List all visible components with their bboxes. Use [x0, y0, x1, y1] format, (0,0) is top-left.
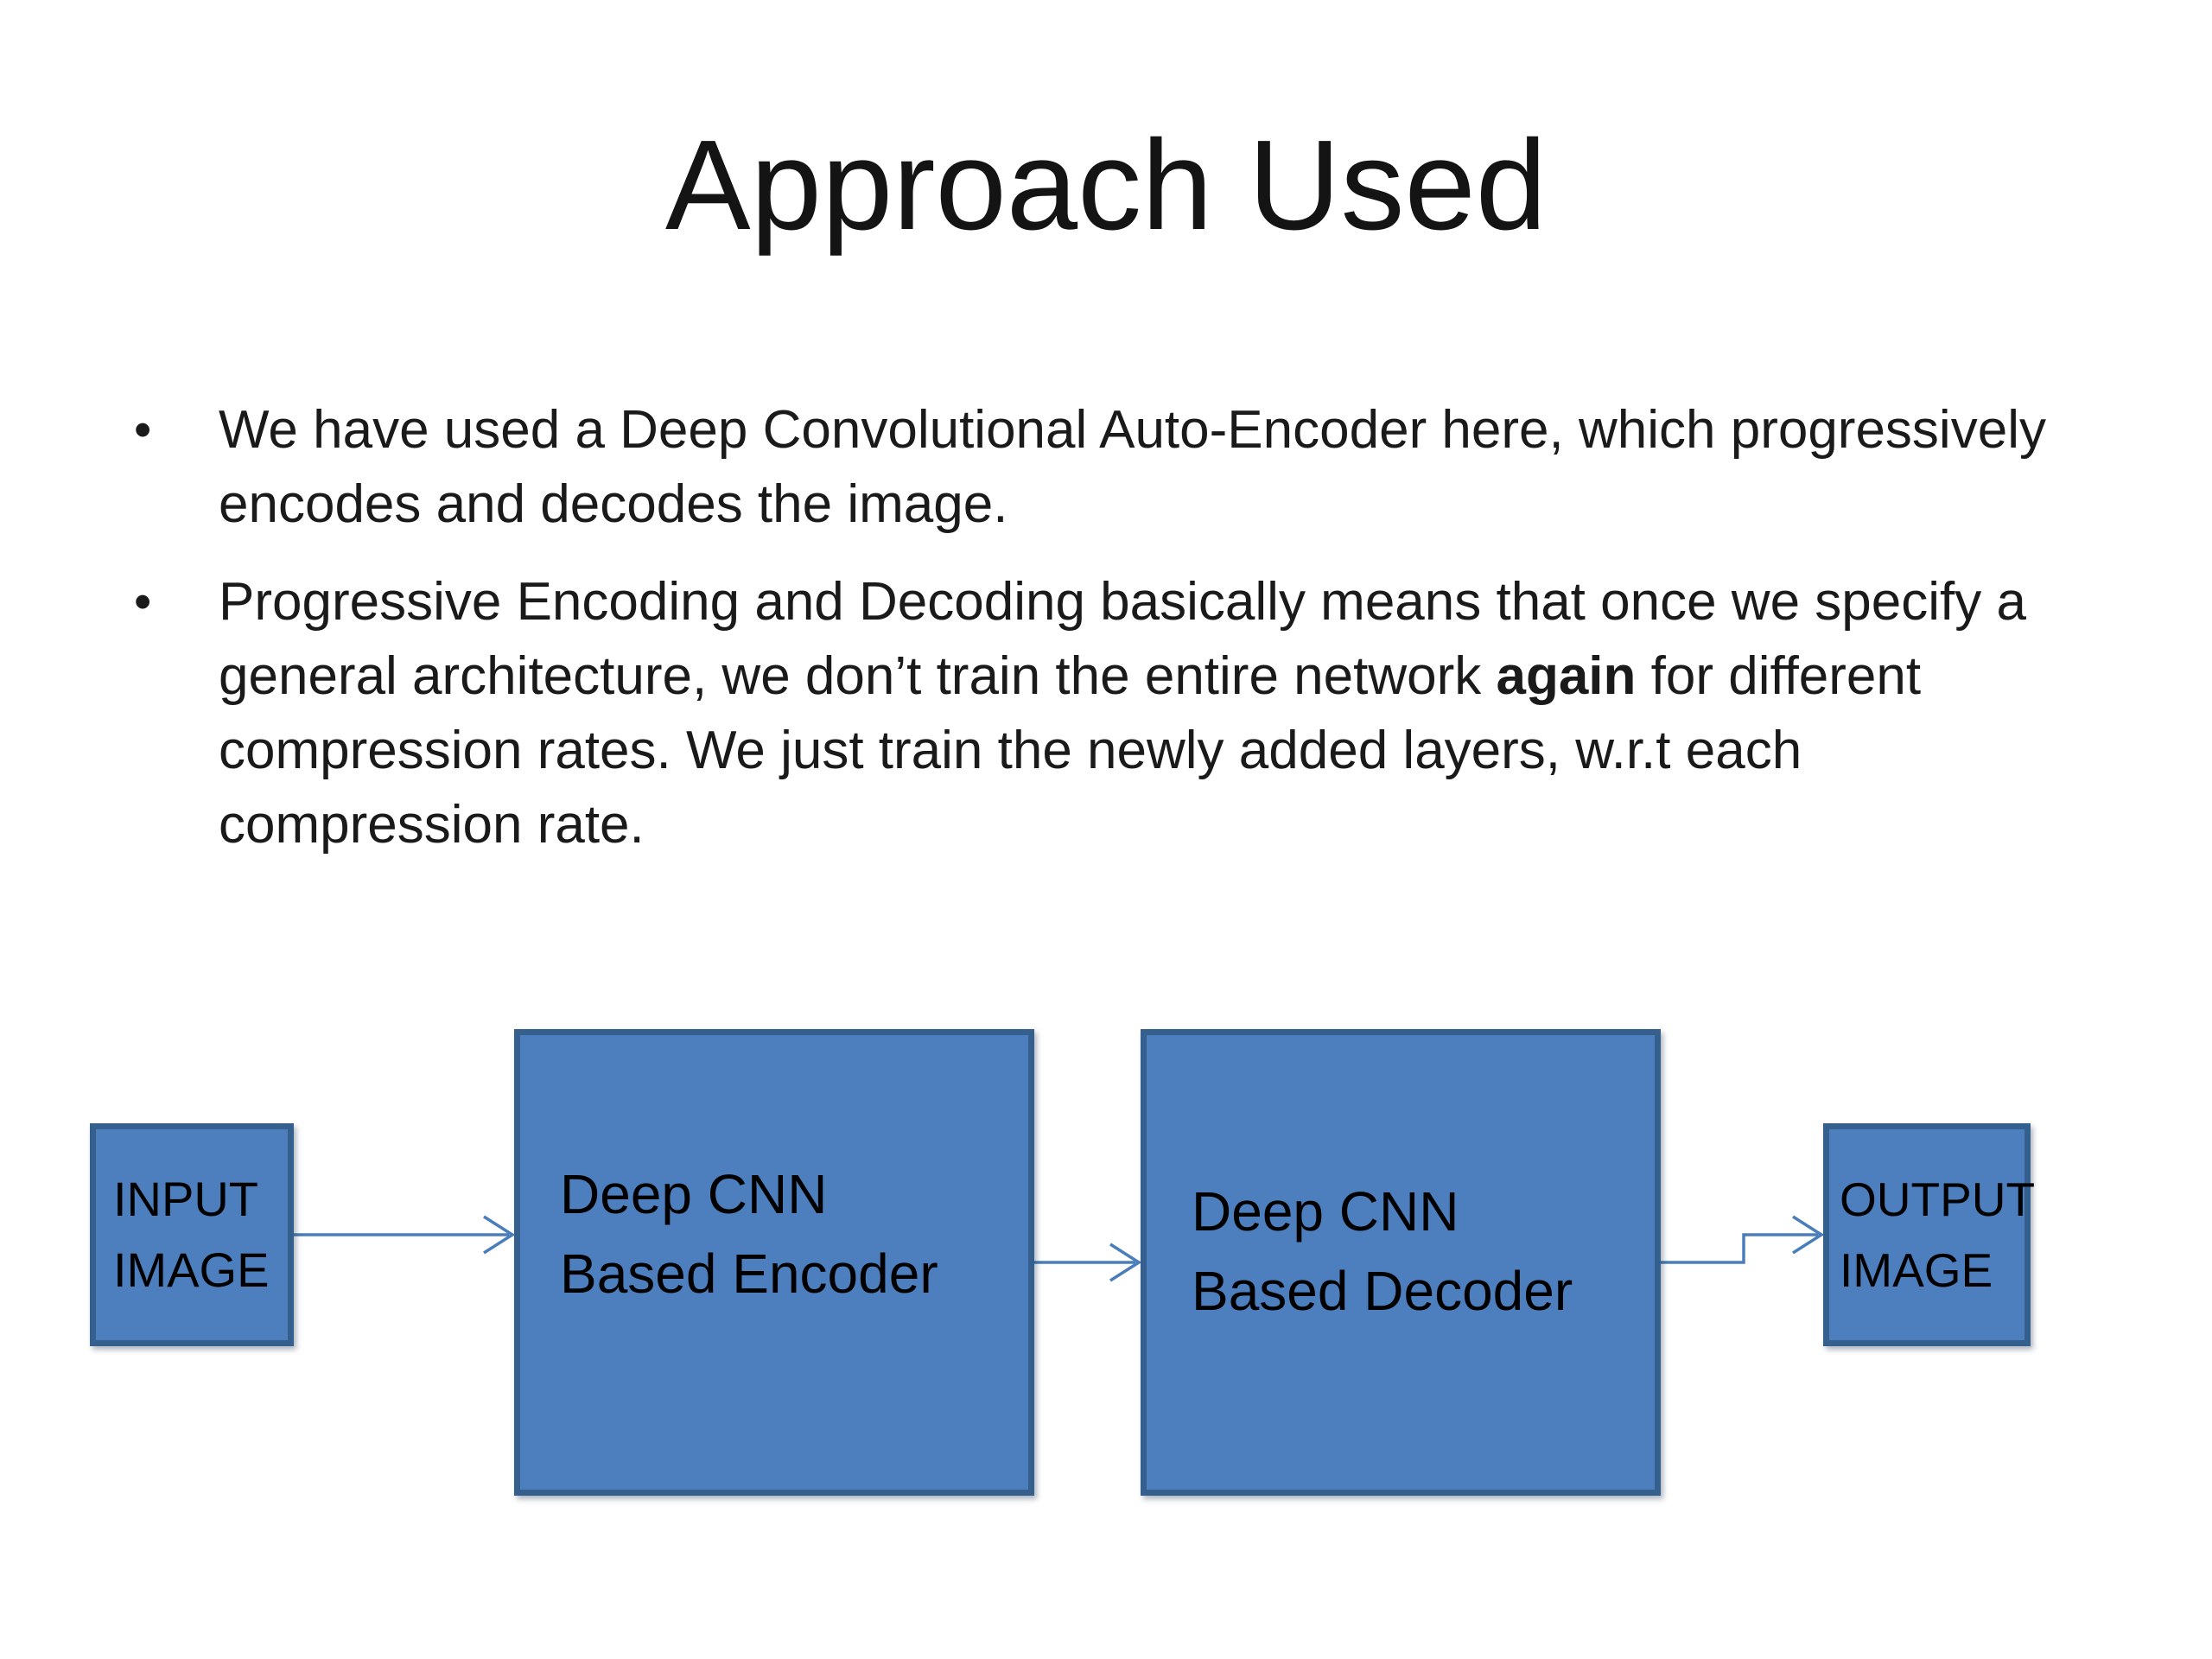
bullet-item: • Progressive Encoding and Decoding basi… [134, 565, 2048, 862]
bullet-list: • We have used a Deep Convolutional Auto… [134, 393, 2048, 886]
node-label: Deep CNN Based Encoder [560, 1163, 938, 1305]
node-label: OUTPUT IMAGE [1840, 1173, 2035, 1297]
node-decoder: Deep CNN Based Decoder [1141, 1029, 1661, 1496]
slide-title: Approach Used [664, 114, 1548, 257]
bullet-text: Progressive Encoding and Decoding basica… [219, 565, 2048, 862]
arrow-input-to-encoder [294, 1215, 516, 1255]
bullet-text-segment: We have used a Deep Convolutional Auto-E… [219, 400, 2046, 534]
bullet-text-segment: Progressive Encoding and Decoding basica… [219, 572, 2026, 706]
bullet-text-segment-bold: again [1496, 646, 1637, 706]
bullet-text-segment: for different compression rates. We just… [219, 646, 1922, 855]
node-label: Deep CNN Based Decoder [1192, 1180, 1573, 1322]
node-encoder: Deep CNN Based Encoder [514, 1029, 1034, 1496]
bullet-marker: • [134, 402, 152, 458]
bullet-item: • We have used a Deep Convolutional Auto… [134, 393, 2048, 542]
node-label: INPUT IMAGE [113, 1172, 270, 1297]
arrow-encoder-to-decoder [1034, 1243, 1142, 1282]
node-output-image: OUTPUT IMAGE [1823, 1123, 2035, 1346]
bullet-text: We have used a Deep Convolutional Auto-E… [219, 393, 2048, 542]
arrow-decoder-to-output [1661, 1215, 1825, 1264]
bullet-marker: • [134, 574, 152, 630]
node-input-image: INPUT IMAGE [90, 1123, 294, 1346]
